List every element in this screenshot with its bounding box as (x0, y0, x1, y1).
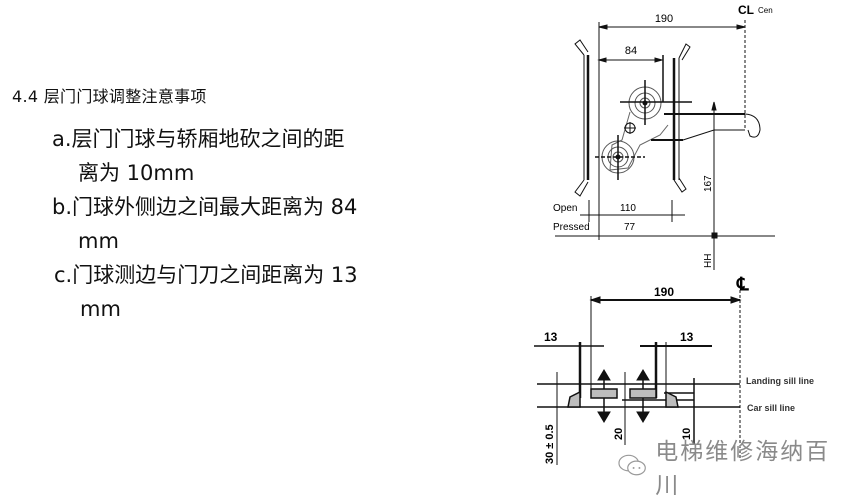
dim-190-bottom: 190 (654, 285, 674, 299)
note-item-c-line2: mm (80, 297, 121, 321)
centerline-label: Cen (758, 6, 773, 15)
centerline-symbol-bottom: ℄ (736, 274, 749, 294)
dim-13-right: 13 (680, 330, 694, 344)
value-open: 110 (620, 203, 636, 214)
sill-clearance-diagram: 190 ℄ 13 13 Landing sill line Car sill l… (534, 274, 814, 465)
dim-20: 20 (613, 428, 625, 440)
note-item-b-line2: mm (78, 229, 119, 253)
dim-30-tolerance: 30 ± 0.5 (544, 424, 556, 464)
dim-190-top: 190 (655, 13, 673, 25)
note-item-c-line1: c.门球测边与门刀之间距离为 13 (54, 263, 358, 287)
door-roller-top-diagram: 190 84 CL Cen Open 110 Pressed 77 167 HH (553, 3, 775, 270)
note-item-b-line1: b.门球外侧边之间最大距离为 84 (52, 195, 358, 219)
watermark: 电梯维修海纳百川 (618, 432, 850, 500)
dim-167: 167 (703, 175, 714, 192)
label-landing-sill-line: Landing sill line (746, 376, 814, 386)
label-pressed: Pressed (553, 222, 590, 233)
value-pressed: 77 (624, 222, 636, 233)
centerline-symbol-top: CL (738, 3, 754, 17)
note-item-a: a.层门门球与轿厢地砍之间的距 离为 10mm (52, 122, 345, 190)
label-hh: HH (703, 254, 714, 268)
note-item-a-line1: a.层门门球与轿厢地砍之间的距 (52, 127, 345, 151)
label-car-sill-line: Car sill line (747, 403, 795, 413)
section-heading: 4.4 层门门球调整注意事项 (12, 87, 207, 106)
dim-84: 84 (625, 45, 637, 57)
wechat-icon (618, 454, 646, 476)
note-item-c: c.门球测边与门刀之间距离为 13 mm (54, 258, 358, 326)
label-open: Open (553, 203, 577, 214)
note-item-a-line2: 离为 10mm (78, 161, 195, 185)
dim-10: 10 (681, 428, 693, 440)
watermark-text: 电梯维修海纳百川 (655, 439, 831, 499)
dim-13-left: 13 (544, 330, 558, 344)
note-item-b: b.门球外侧边之间最大距离为 84 mm (52, 190, 357, 258)
